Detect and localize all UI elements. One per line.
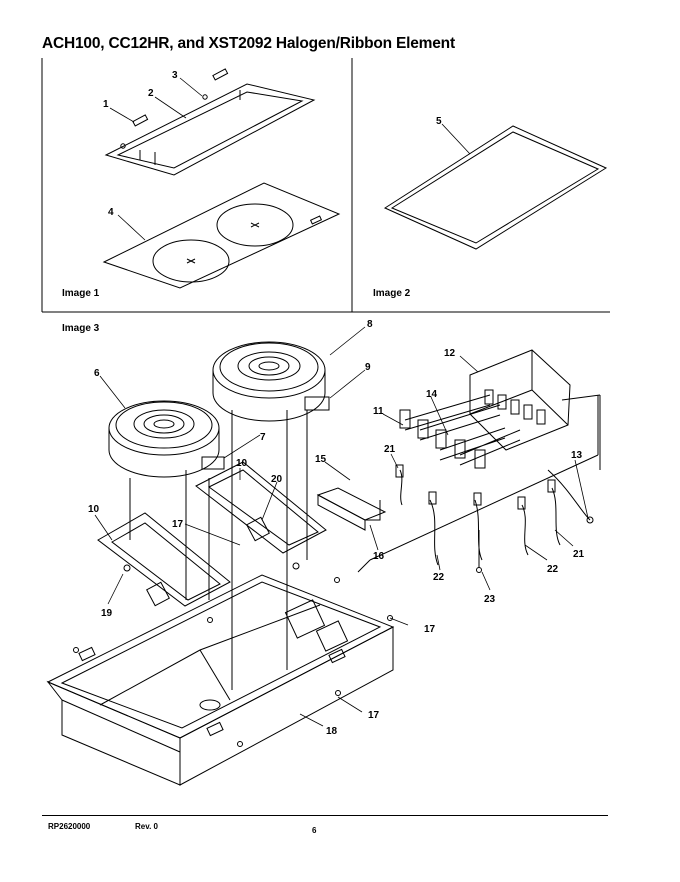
callout-number: 10	[236, 458, 248, 469]
callout-number: 5	[436, 116, 442, 127]
callout-number: 22	[547, 564, 559, 575]
panel-label-image-3: Image 3	[62, 323, 100, 334]
callout-leaders	[94, 77, 589, 727]
callout-number: 8	[367, 319, 373, 330]
page-title: ACH100, CC12HR, and XST2092 Halogen/Ribb…	[42, 35, 455, 52]
callout-number: 10	[88, 504, 100, 515]
callout-number: 9	[365, 362, 371, 373]
callout-number: 7	[260, 432, 266, 443]
callout-number: 21	[384, 444, 396, 455]
callout-number: 22	[433, 572, 445, 583]
callout-numbers: 1 2 3 4 5 6 7 8 9 10 10 11 12 13 14 15 1…	[88, 70, 585, 737]
callout-number: 6	[94, 368, 100, 379]
callout-number: 17	[368, 710, 380, 721]
callout-number: 15	[315, 454, 327, 465]
trim-frame	[104, 83, 316, 176]
radiant-element-left	[108, 400, 225, 478]
callout-number: 19	[101, 608, 113, 619]
cooktop-base-pan	[46, 574, 395, 786]
callout-number: 21	[573, 549, 585, 560]
footer-doc-number: RP2620000	[48, 822, 91, 831]
assembly-guide-lines	[129, 410, 308, 690]
panel-label-image-1: Image 1	[62, 288, 100, 299]
glass-cooktop	[102, 182, 341, 289]
callout-number: 16	[373, 551, 385, 562]
screw-parts	[120, 68, 229, 149]
callout-number: 14	[426, 389, 438, 400]
mounting-bracket-rear	[195, 461, 327, 570]
callout-number: 18	[326, 726, 338, 737]
callout-number: 12	[444, 348, 456, 359]
panel-label-image-2: Image 2	[373, 288, 411, 299]
mounting-bracket-front	[97, 512, 231, 607]
callout-number: 23	[484, 594, 496, 605]
callout-number: 17	[172, 519, 184, 530]
footer-revision: Rev. 0	[135, 822, 158, 831]
callout-number: 4	[108, 207, 114, 218]
enclosure-outline	[357, 395, 599, 573]
callout-number: 13	[571, 450, 583, 461]
callout-number: 11	[373, 406, 384, 417]
glass-top	[383, 125, 608, 250]
callout-number: 3	[172, 70, 178, 81]
lead-wires	[395, 464, 594, 573]
terminal-bracket	[316, 487, 387, 531]
callout-number: 1	[103, 99, 109, 110]
callout-number: 20	[271, 474, 283, 485]
radiant-element-right	[212, 341, 330, 422]
callout-number: 17	[424, 624, 436, 635]
footer-page-number: 6	[312, 826, 317, 835]
wire-connectors	[399, 394, 601, 470]
callout-number: 2	[148, 88, 154, 99]
footer-rule	[42, 815, 608, 816]
